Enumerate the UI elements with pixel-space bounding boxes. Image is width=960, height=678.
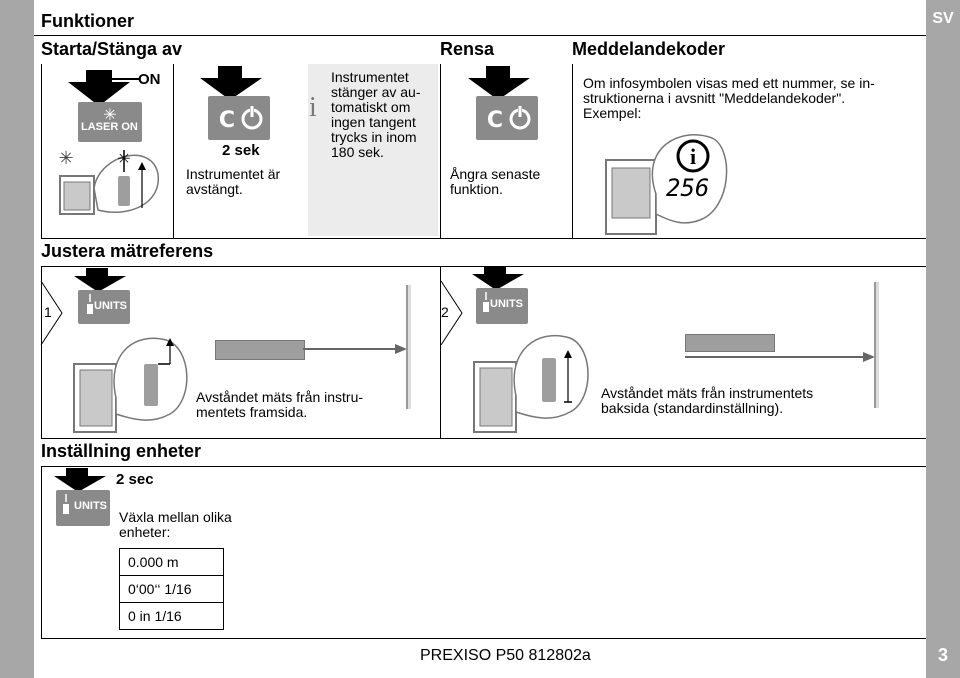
- front-reference-illustration: [73, 337, 188, 433]
- example-code: 256: [666, 174, 710, 202]
- units-press-illustration: [74, 268, 130, 324]
- svg-text:✳: ✳: [58, 148, 73, 169]
- info-icon: i: [309, 92, 317, 123]
- laser-on-label: LASER ON: [81, 121, 138, 133]
- unit-option: 0 in 1/16: [119, 602, 224, 630]
- svg-text:C: C: [487, 108, 503, 133]
- message-code-illustration: i: [605, 134, 728, 235]
- units-setting-text: Växla mellan olika enheter:: [119, 509, 232, 540]
- svg-text:i: i: [690, 144, 696, 169]
- svg-text:C: C: [219, 108, 235, 133]
- on-label: ON: [138, 71, 161, 88]
- hold-duration: 2 sec: [116, 471, 154, 488]
- units-press-illustration: [54, 468, 110, 526]
- divider: [572, 64, 573, 238]
- footer-text: PREXISO P50 812802a: [420, 647, 591, 664]
- page-number: 3: [937, 645, 948, 665]
- step-number: 2: [441, 304, 449, 320]
- press-arrow-icon: [200, 66, 262, 100]
- press-arrow-icon: [468, 66, 530, 100]
- note-box: [308, 64, 438, 236]
- device-side-view: [215, 340, 305, 360]
- divider: [440, 64, 441, 238]
- device-side-view: [685, 334, 775, 352]
- divider: [41, 238, 926, 239]
- divider: [34, 35, 926, 36]
- device-icon: [118, 176, 130, 206]
- unit-option: 0‘00‘‘ 1/16: [119, 575, 224, 603]
- units-setting-heading: Inställning enheter: [41, 441, 202, 461]
- divider: [41, 638, 926, 639]
- right-margin-bar: [926, 0, 960, 678]
- clear-text: Ångra senaste funktion.: [450, 166, 541, 197]
- table-row: 0 in 1/16: [119, 602, 224, 630]
- svg-text:✳: ✳: [117, 149, 130, 168]
- units-button: [78, 290, 130, 324]
- off-text: Instrumentet är avstängt.: [186, 166, 281, 197]
- divider: [41, 64, 42, 238]
- power-off-illustration: C: [200, 66, 270, 140]
- measure-arrow: [685, 352, 875, 362]
- device-outline: [473, 361, 517, 433]
- clear-heading: Rensa: [440, 39, 495, 59]
- codes-heading: Meddelandekoder: [572, 39, 726, 59]
- press-arrow-icon: [54, 468, 106, 492]
- units-options-table: 0.000 m 0‘00‘‘ 1/16 0 in 1/16: [119, 548, 224, 630]
- device-icon: [144, 364, 158, 406]
- divider: [440, 266, 441, 438]
- reference-heading: Justera mätreferens: [41, 241, 214, 261]
- divider: [173, 64, 174, 238]
- divider: [41, 266, 926, 267]
- divider: [41, 266, 42, 438]
- hold-duration: 2 sek: [222, 142, 260, 159]
- page-title: Funktioner: [41, 11, 134, 31]
- press-arrow-icon: [74, 268, 126, 292]
- svg-text:✳: ✳: [103, 105, 116, 124]
- front-reference-text: Avståndet mäts från instru- mentets fram…: [196, 389, 364, 420]
- wall: [874, 282, 879, 408]
- measure-arrow: [303, 344, 407, 354]
- device-outline: [59, 175, 95, 215]
- codes-text: Om infosymbolen visas med ett nummer, se…: [583, 75, 875, 121]
- units-label: UNITS: [94, 300, 127, 312]
- units-button: [56, 490, 110, 526]
- divider: [41, 466, 926, 467]
- divider: [41, 466, 42, 638]
- info-symbol-icon: [676, 139, 710, 173]
- press-arrow-icon: [68, 70, 130, 106]
- units-label: UNITS: [74, 500, 107, 512]
- device-icon: [542, 358, 556, 402]
- table-row: 0‘00‘‘ 1/16: [119, 575, 224, 603]
- step-chevron: [440, 280, 463, 346]
- laser-on-illustration: ✳ ✳ ✳: [58, 70, 159, 215]
- note-text: Instrumentet stänger av au- tomatiskt om…: [331, 69, 421, 160]
- unit-option: 0.000 m: [119, 548, 224, 576]
- divider: [41, 438, 926, 439]
- wall: [406, 285, 411, 409]
- start-stop-heading: Starta/Stänga av: [41, 39, 183, 59]
- clear-illustration: C: [468, 66, 538, 140]
- laser-button: [78, 102, 142, 142]
- units-label: UNITS: [490, 298, 523, 310]
- press-arrow-icon: [472, 266, 524, 290]
- back-reference-illustration: [473, 334, 589, 433]
- units-button: [476, 288, 528, 324]
- back-reference-text: Avståndet mäts från instrumentets baksid…: [601, 385, 814, 416]
- step-number: 1: [44, 304, 52, 320]
- step-chevron: [40, 280, 63, 346]
- table-row: 0.000 m: [119, 548, 224, 576]
- units-press-illustration: [472, 266, 528, 324]
- left-margin-bar: [0, 0, 34, 678]
- language-tab: SV: [932, 10, 954, 27]
